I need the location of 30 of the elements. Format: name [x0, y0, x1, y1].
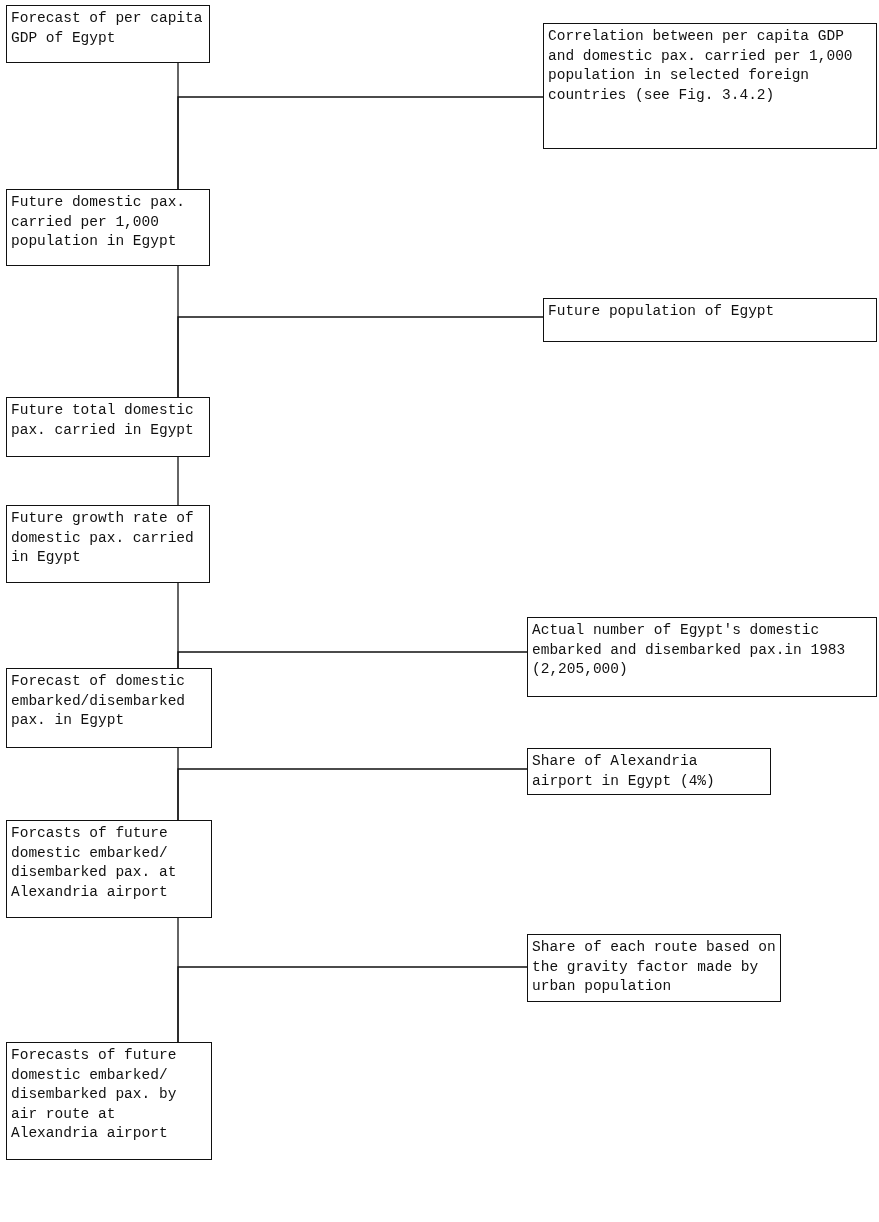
connector-line [177, 966, 528, 1043]
process-box [527, 617, 877, 697]
box-text: Forecast of per capita GDP of Egypt [11, 9, 204, 48]
process-box [543, 298, 877, 342]
box-text: Correlation between per capita GDP and domestic pax. carried per 1,000 population in selected foreign countries (see Fig. 3.4.2) [548, 27, 854, 105]
box-text: Forecasts of future domestic embarked/ disembarked pax. by air route at Alexandria airport [11, 1046, 178, 1143]
box-text: Future population of Egypt [548, 302, 776, 321]
process-box [6, 397, 210, 457]
connector-line [177, 456, 179, 506]
process-box [6, 668, 212, 748]
process-box [543, 23, 877, 149]
process-box [6, 5, 210, 63]
process-box [6, 820, 212, 918]
box-text: Actual number of Egypt's domestic embarked and disembarked pax.in 1983 (2,205,000) [532, 621, 847, 679]
connector-line [177, 768, 528, 821]
process-box [6, 189, 210, 266]
process-box [527, 748, 771, 795]
box-text: Future total domestic pax. carried in Egypt [11, 401, 195, 440]
connector-line [177, 651, 528, 669]
process-box [6, 505, 210, 583]
box-text: Forecast of domestic embarked/disembarked pax. in Egypt [11, 672, 187, 730]
process-box [527, 934, 781, 1002]
box-text: Forcasts of future domestic embarked/ disembarked pax. at Alexandria airport [11, 824, 178, 902]
box-text: Future growth rate of domestic pax. carried in Egypt [11, 509, 195, 567]
box-text: Share of each route based on the gravity factor made by urban population [532, 938, 776, 996]
connector-line [177, 316, 544, 398]
connector-line [177, 96, 544, 190]
box-text: Share of Alexandria airport in Egypt (4%) [532, 752, 716, 791]
process-box [6, 1042, 212, 1160]
box-text: Future domestic pax. carried per 1,000 population in Egypt [11, 193, 187, 251]
